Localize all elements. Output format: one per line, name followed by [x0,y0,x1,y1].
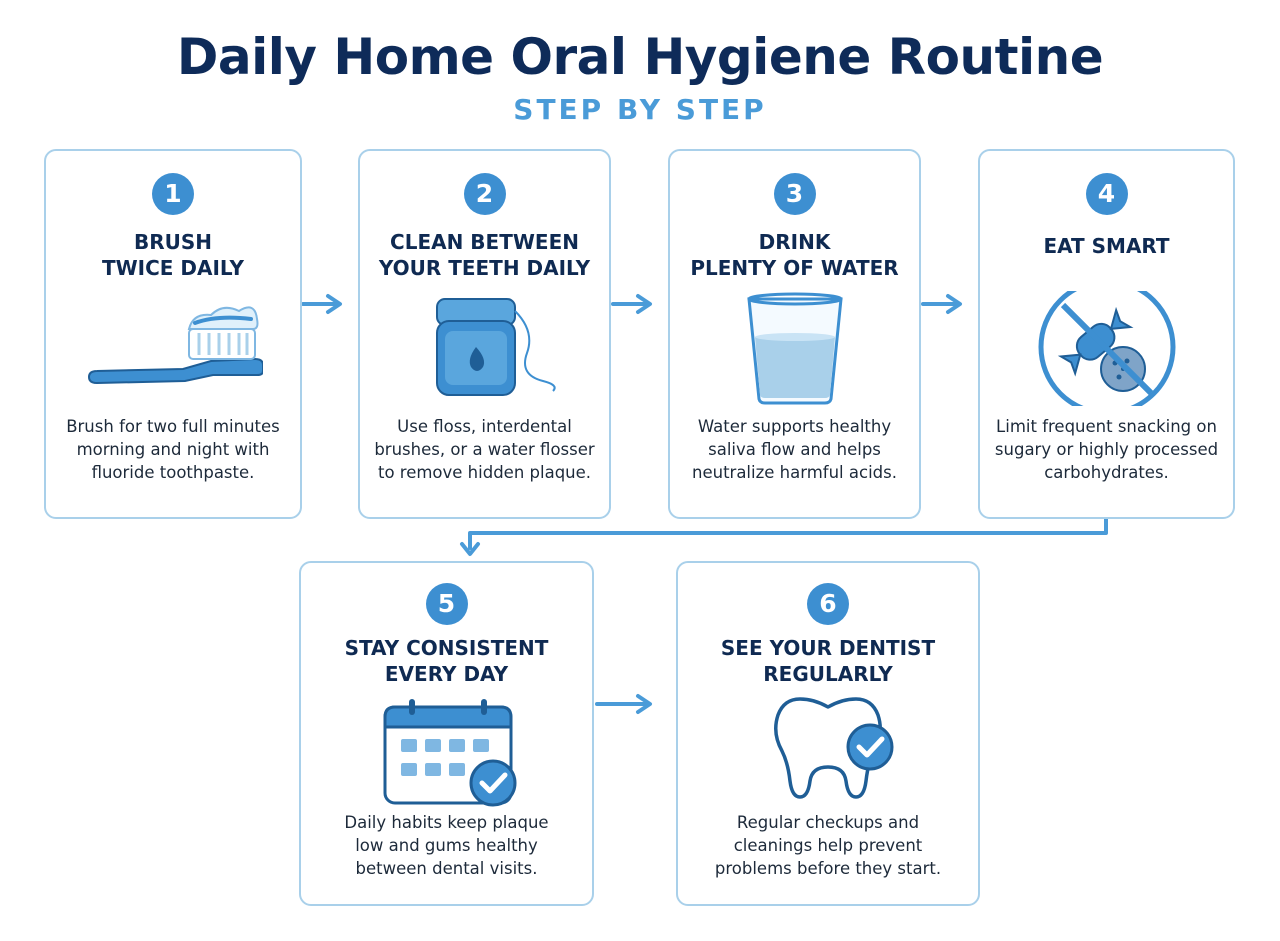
step-title: EAT SMART [1043,234,1170,258]
step-description: Brush for two full minutes morning and n… [66,417,280,482]
step-description: Regular checkups and cleanings help prev… [714,813,942,878]
water-glass-icon [746,292,843,405]
arrow-3-to-4 [921,294,962,314]
step-description: Water supports healthy saliva flow and h… [692,417,897,482]
step-card-4: 4 EAT SMART Limit frequent snacking on s… [978,149,1235,519]
step-description: Daily habits keep plaque low and gums he… [344,813,549,878]
step-card-6: 6 SEE YOUR DENTIST REGULARLY Regular che… [676,561,980,906]
step-title: SEE YOUR DENTIST REGULARLY [720,636,936,686]
step-title: STAY CONSISTENT EVERY DAY [344,636,549,686]
arrow-4-to-5 [460,517,1108,556]
step-title: CLEAN BETWEEN YOUR TEETH DAILY [378,230,591,280]
arrow-2-to-3 [611,294,652,314]
step-number-badge: 1 [152,173,194,215]
step-title: BRUSH TWICE DAILY [101,230,245,280]
step-description: Limit frequent snacking on sugary or hig… [994,417,1219,482]
step-number-badge: 4 [1085,173,1128,215]
arrow-5-to-6 [595,694,652,714]
page-subtitle: STEP BY STEP [513,93,767,126]
page-title: Daily Home Oral Hygiene Routine [176,28,1104,86]
step-number-badge: 5 [425,583,468,625]
no-sweets-icon [1038,291,1175,406]
step-title: DRINK PLENTY OF WATER [690,230,899,280]
step-number-badge: 6 [807,583,849,625]
step-number-badge: 2 [463,173,506,215]
arrow-1-to-2 [301,294,342,314]
toothbrush-icon [87,306,263,385]
step-number-badge: 3 [773,173,816,215]
step-description: Use floss, interdental brushes, or a wat… [374,417,595,482]
step-card-5: 5 STAY CONSISTENT EVERY DAY Daily habits… [299,561,594,906]
step-card-3: 3 DRINK PLENTY OF WATER Water supports h… [668,149,921,519]
tooth-check-icon [774,697,894,799]
calendar-check-icon [383,699,516,807]
step-card-2: 2 CLEAN BETWEEN YOUR TEETH DAILY Use flo… [358,149,611,519]
step-card-1: 1 BRUSH TWICE DAILY Brush for two full m… [44,149,302,519]
floss-icon [435,298,556,396]
